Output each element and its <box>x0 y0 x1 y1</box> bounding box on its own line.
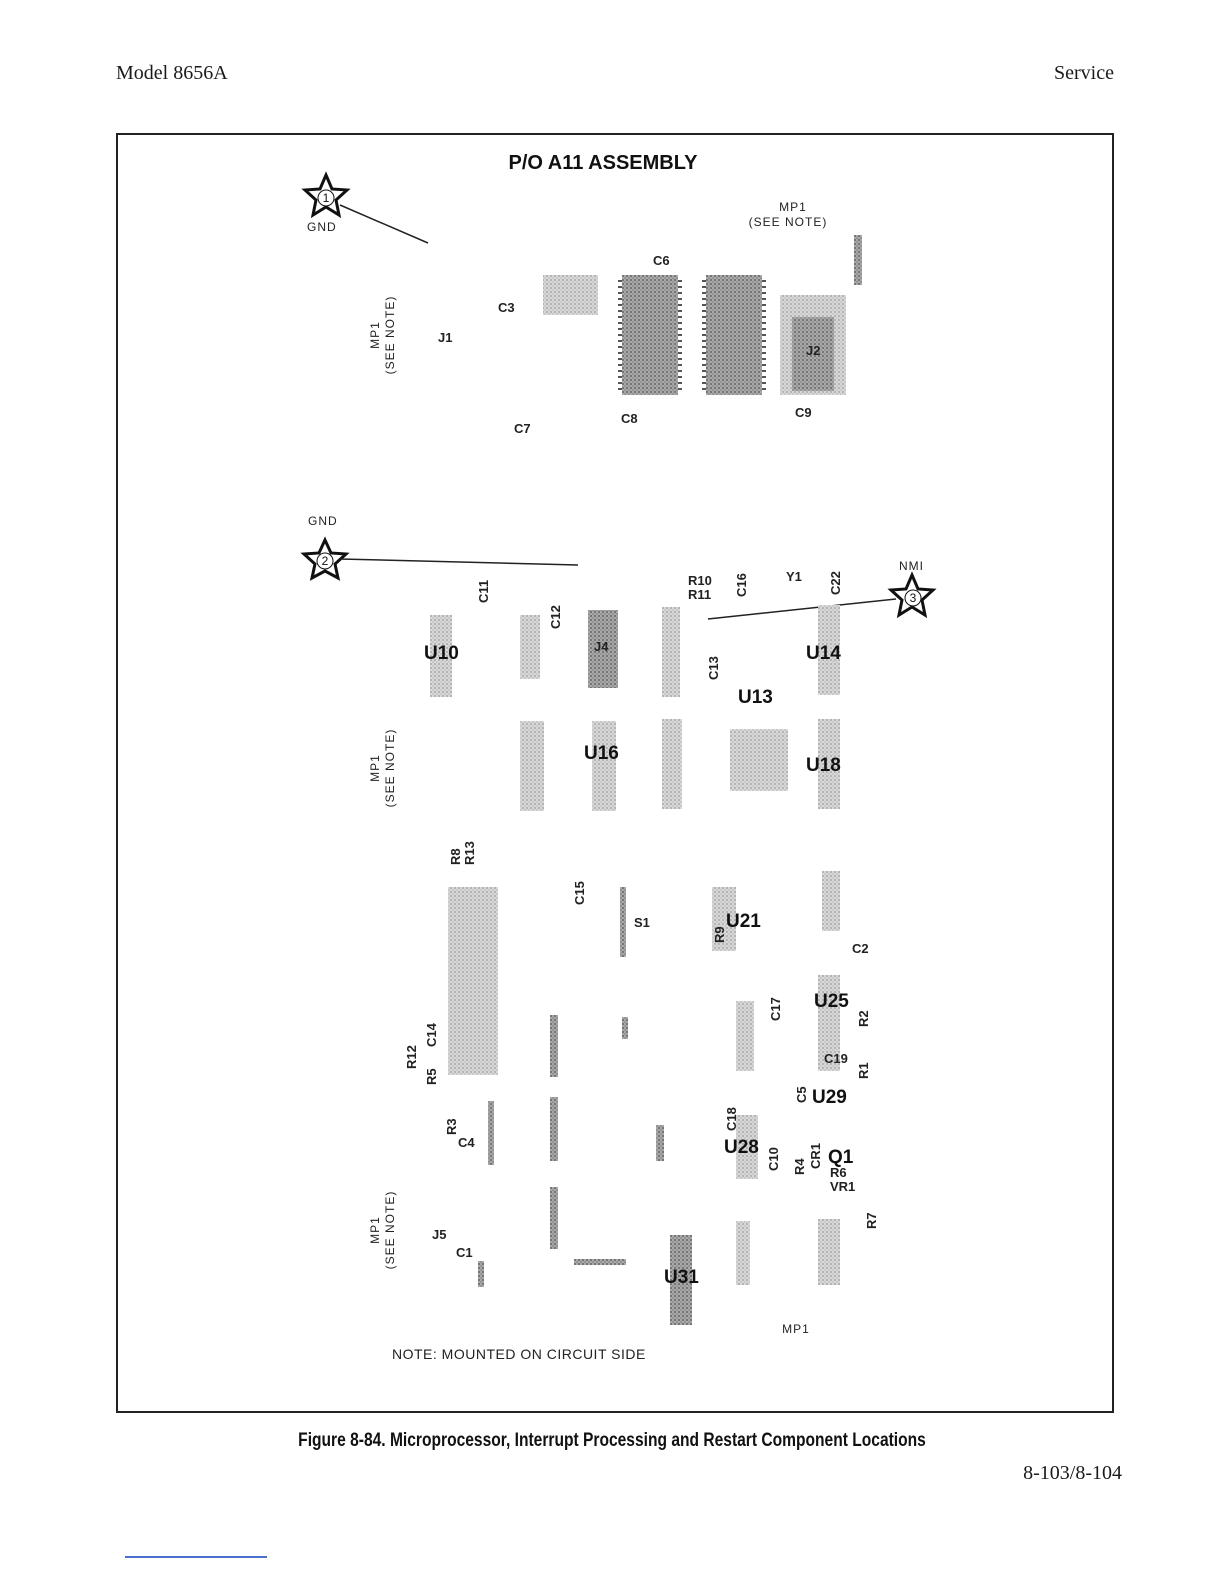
c9-label: C9 <box>795 405 812 420</box>
figure-caption: Figure 8-84. Microprocessor, Interrupt P… <box>298 1430 926 1451</box>
c12-label: C12 <box>548 605 563 629</box>
j2-label: J2 <box>806 343 820 358</box>
mp1-side-bottom: MP1 (SEE NOTE) <box>368 1191 397 1270</box>
mp1-label: MP1 <box>368 754 382 782</box>
c19-label: C19 <box>824 1051 848 1066</box>
u18-label: U18 <box>806 755 841 776</box>
mp1-label: MP1 <box>368 1216 382 1244</box>
diagram-frame: P/O A11 ASSEMBLY 1 GND GND 2 NMI 3 MP1 (… <box>116 133 1114 1413</box>
mp1-note: (SEE NOTE) <box>749 215 828 229</box>
r12-label: R12 <box>404 1045 419 1069</box>
c11-label: C11 <box>476 580 491 603</box>
c5-label: C5 <box>794 1086 809 1103</box>
mp1-side-middle: MP1 (SEE NOTE) <box>368 729 397 808</box>
c16-label: C16 <box>734 573 749 597</box>
u14-label: U14 <box>806 643 841 664</box>
r10-label: R10 <box>688 573 712 588</box>
test-point-3: NMI 3 <box>707 559 937 620</box>
q1-label: Q1 <box>828 1147 854 1168</box>
j1-label: J1 <box>438 330 452 345</box>
diagram-title: P/O A11 ASSEMBLY <box>509 152 699 174</box>
r2-label: R2 <box>856 1010 871 1027</box>
page-number: 8-103/8-104 <box>1023 1462 1122 1484</box>
c3-label: C3 <box>498 300 515 315</box>
test-point-2: GND 2 <box>300 514 579 581</box>
u16-label: U16 <box>584 743 619 764</box>
ic-package <box>670 1235 692 1325</box>
ic-package <box>792 317 834 391</box>
c8-label: C8 <box>621 411 638 426</box>
c22-label: C22 <box>828 571 843 595</box>
c1-label: C1 <box>456 1245 473 1260</box>
c17-label: C17 <box>768 997 783 1021</box>
j4-label: J4 <box>594 639 609 654</box>
u25-label: U25 <box>814 991 849 1012</box>
header-model: Model 8656A <box>116 62 228 84</box>
test-point-label: GND <box>307 220 337 234</box>
mp1-label: MP1 <box>779 200 807 214</box>
header-section: Service <box>1054 62 1114 84</box>
test-point-number: 1 <box>323 191 330 205</box>
test-point-number: 3 <box>910 591 917 605</box>
mounting-note: NOTE: MOUNTED ON CIRCUIT SIDE <box>392 1346 646 1362</box>
vr1-label: VR1 <box>830 1179 855 1194</box>
r13-label: R13 <box>462 841 477 865</box>
ic-package <box>730 729 788 791</box>
r8-label: R8 <box>448 848 463 865</box>
c15-label: C15 <box>572 881 587 905</box>
c18-label: C18 <box>724 1107 739 1131</box>
r9-label: R9 <box>712 926 727 943</box>
u21-label: U21 <box>726 911 761 932</box>
test-point-label: NMI <box>899 559 924 573</box>
r1-label: R1 <box>856 1062 871 1079</box>
mp1-note: (SEE NOTE) <box>383 729 397 808</box>
test-point-1: 1 GND <box>301 171 429 244</box>
c14-label: C14 <box>424 1022 439 1047</box>
r5-label: R5 <box>424 1068 439 1085</box>
mp1-note: (SEE NOTE) <box>383 296 397 375</box>
mp1-note: (SEE NOTE) <box>383 1191 397 1270</box>
c2-label: C2 <box>852 941 869 956</box>
u31-label: U31 <box>664 1267 699 1288</box>
ic-package <box>706 275 762 395</box>
c4-label: C4 <box>458 1135 475 1150</box>
mp1-label: MP1 <box>368 321 382 349</box>
y1-label: Y1 <box>786 569 802 584</box>
u13-label: U13 <box>738 687 773 708</box>
component-block <box>543 275 598 315</box>
cr1-label: CR1 <box>808 1143 823 1169</box>
r6-label: R6 <box>830 1165 847 1180</box>
s1-label: S1 <box>634 915 650 930</box>
component-location-diagram: P/O A11 ASSEMBLY 1 GND GND 2 NMI 3 MP1 (… <box>300 152 937 1362</box>
r7-label: R7 <box>864 1212 879 1229</box>
r3-label: R3 <box>444 1118 459 1135</box>
mp1-side-top: MP1 (SEE NOTE) <box>368 296 397 375</box>
ic-package <box>448 887 498 1075</box>
u29-label: U29 <box>812 1087 847 1108</box>
c10-label: C10 <box>766 1147 781 1171</box>
u10-label: U10 <box>424 643 459 664</box>
mp1-label-bottom: MP1 <box>782 1322 810 1336</box>
r11-label: R11 <box>688 587 711 602</box>
j5-label: J5 <box>432 1227 446 1242</box>
c7-label: C7 <box>514 421 531 436</box>
u28-label: U28 <box>724 1137 759 1158</box>
r4-label: R4 <box>792 1158 807 1175</box>
c13-label: C13 <box>706 656 721 680</box>
footer-rule <box>125 1556 267 1558</box>
ic-package <box>622 275 678 395</box>
test-point-label: GND <box>308 514 338 528</box>
test-point-number: 2 <box>322 554 329 568</box>
c6-label: C6 <box>653 253 670 268</box>
